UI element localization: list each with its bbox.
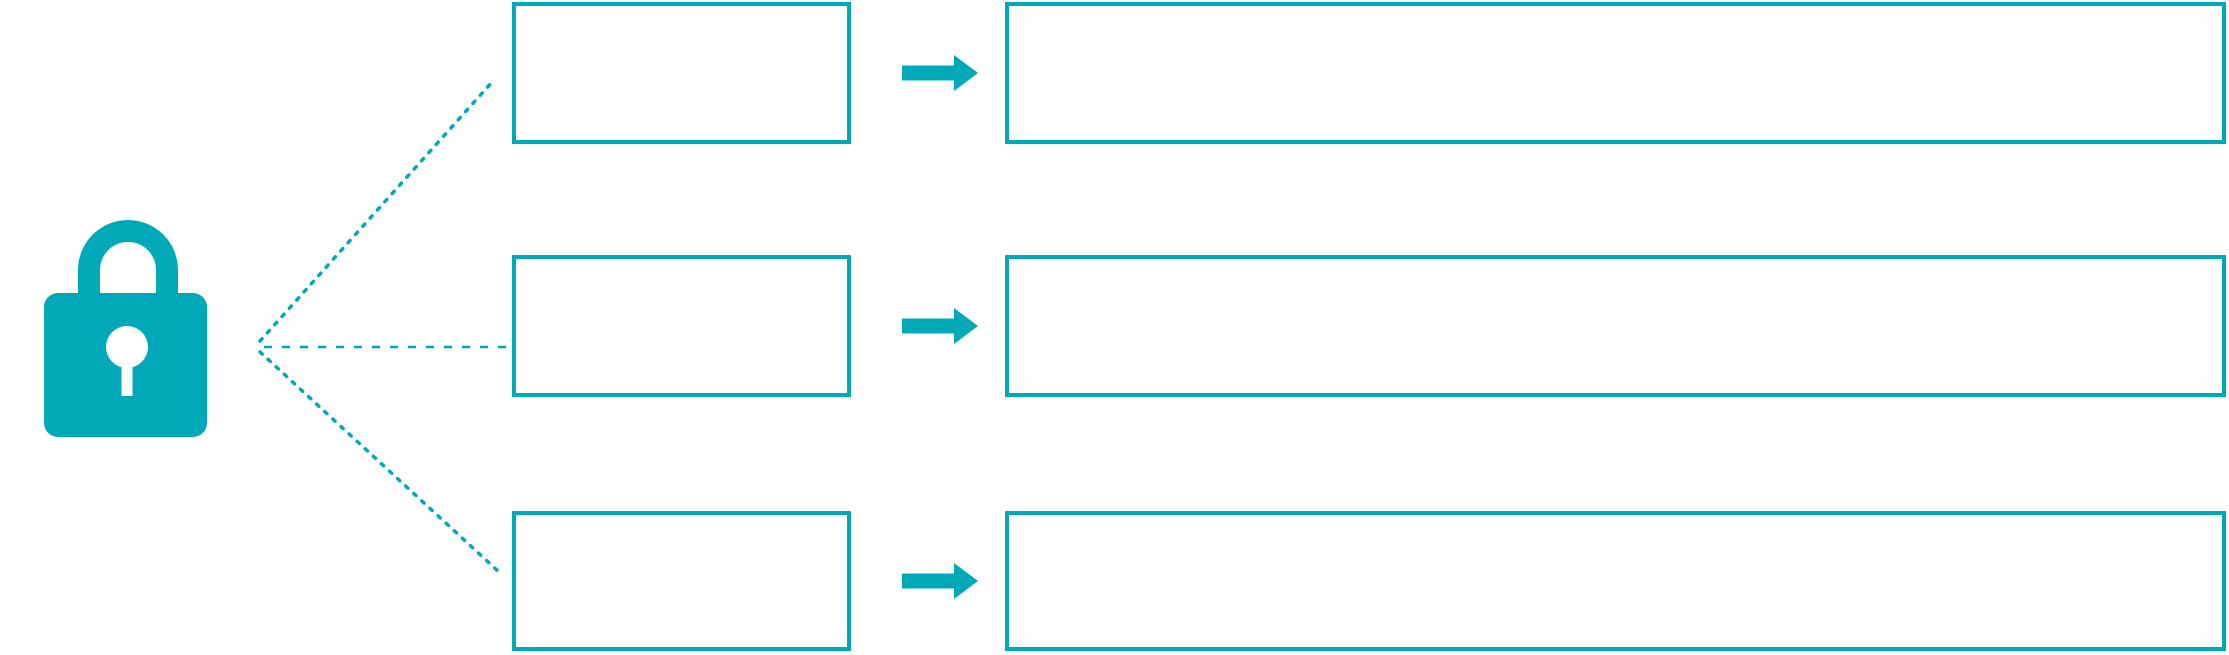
lock-icon	[44, 220, 207, 437]
arrow-right-icon	[902, 308, 978, 344]
connector-line-bottom	[258, 350, 501, 574]
lock-keyhole-circle	[106, 326, 148, 368]
detail-box-3	[1005, 511, 2226, 651]
connector-line-top	[258, 79, 495, 343]
lock-shackle	[78, 220, 178, 296]
category-box-1	[512, 2, 851, 144]
detail-box-2	[1005, 255, 2226, 397]
lock-body	[44, 293, 207, 437]
lock-keyhole-stem	[121, 350, 133, 396]
detail-box-1	[1005, 2, 2226, 144]
arrow-right-icon	[902, 563, 978, 599]
category-box-3	[512, 511, 851, 651]
arrow-right-icon	[902, 55, 978, 91]
category-box-2	[512, 255, 851, 397]
